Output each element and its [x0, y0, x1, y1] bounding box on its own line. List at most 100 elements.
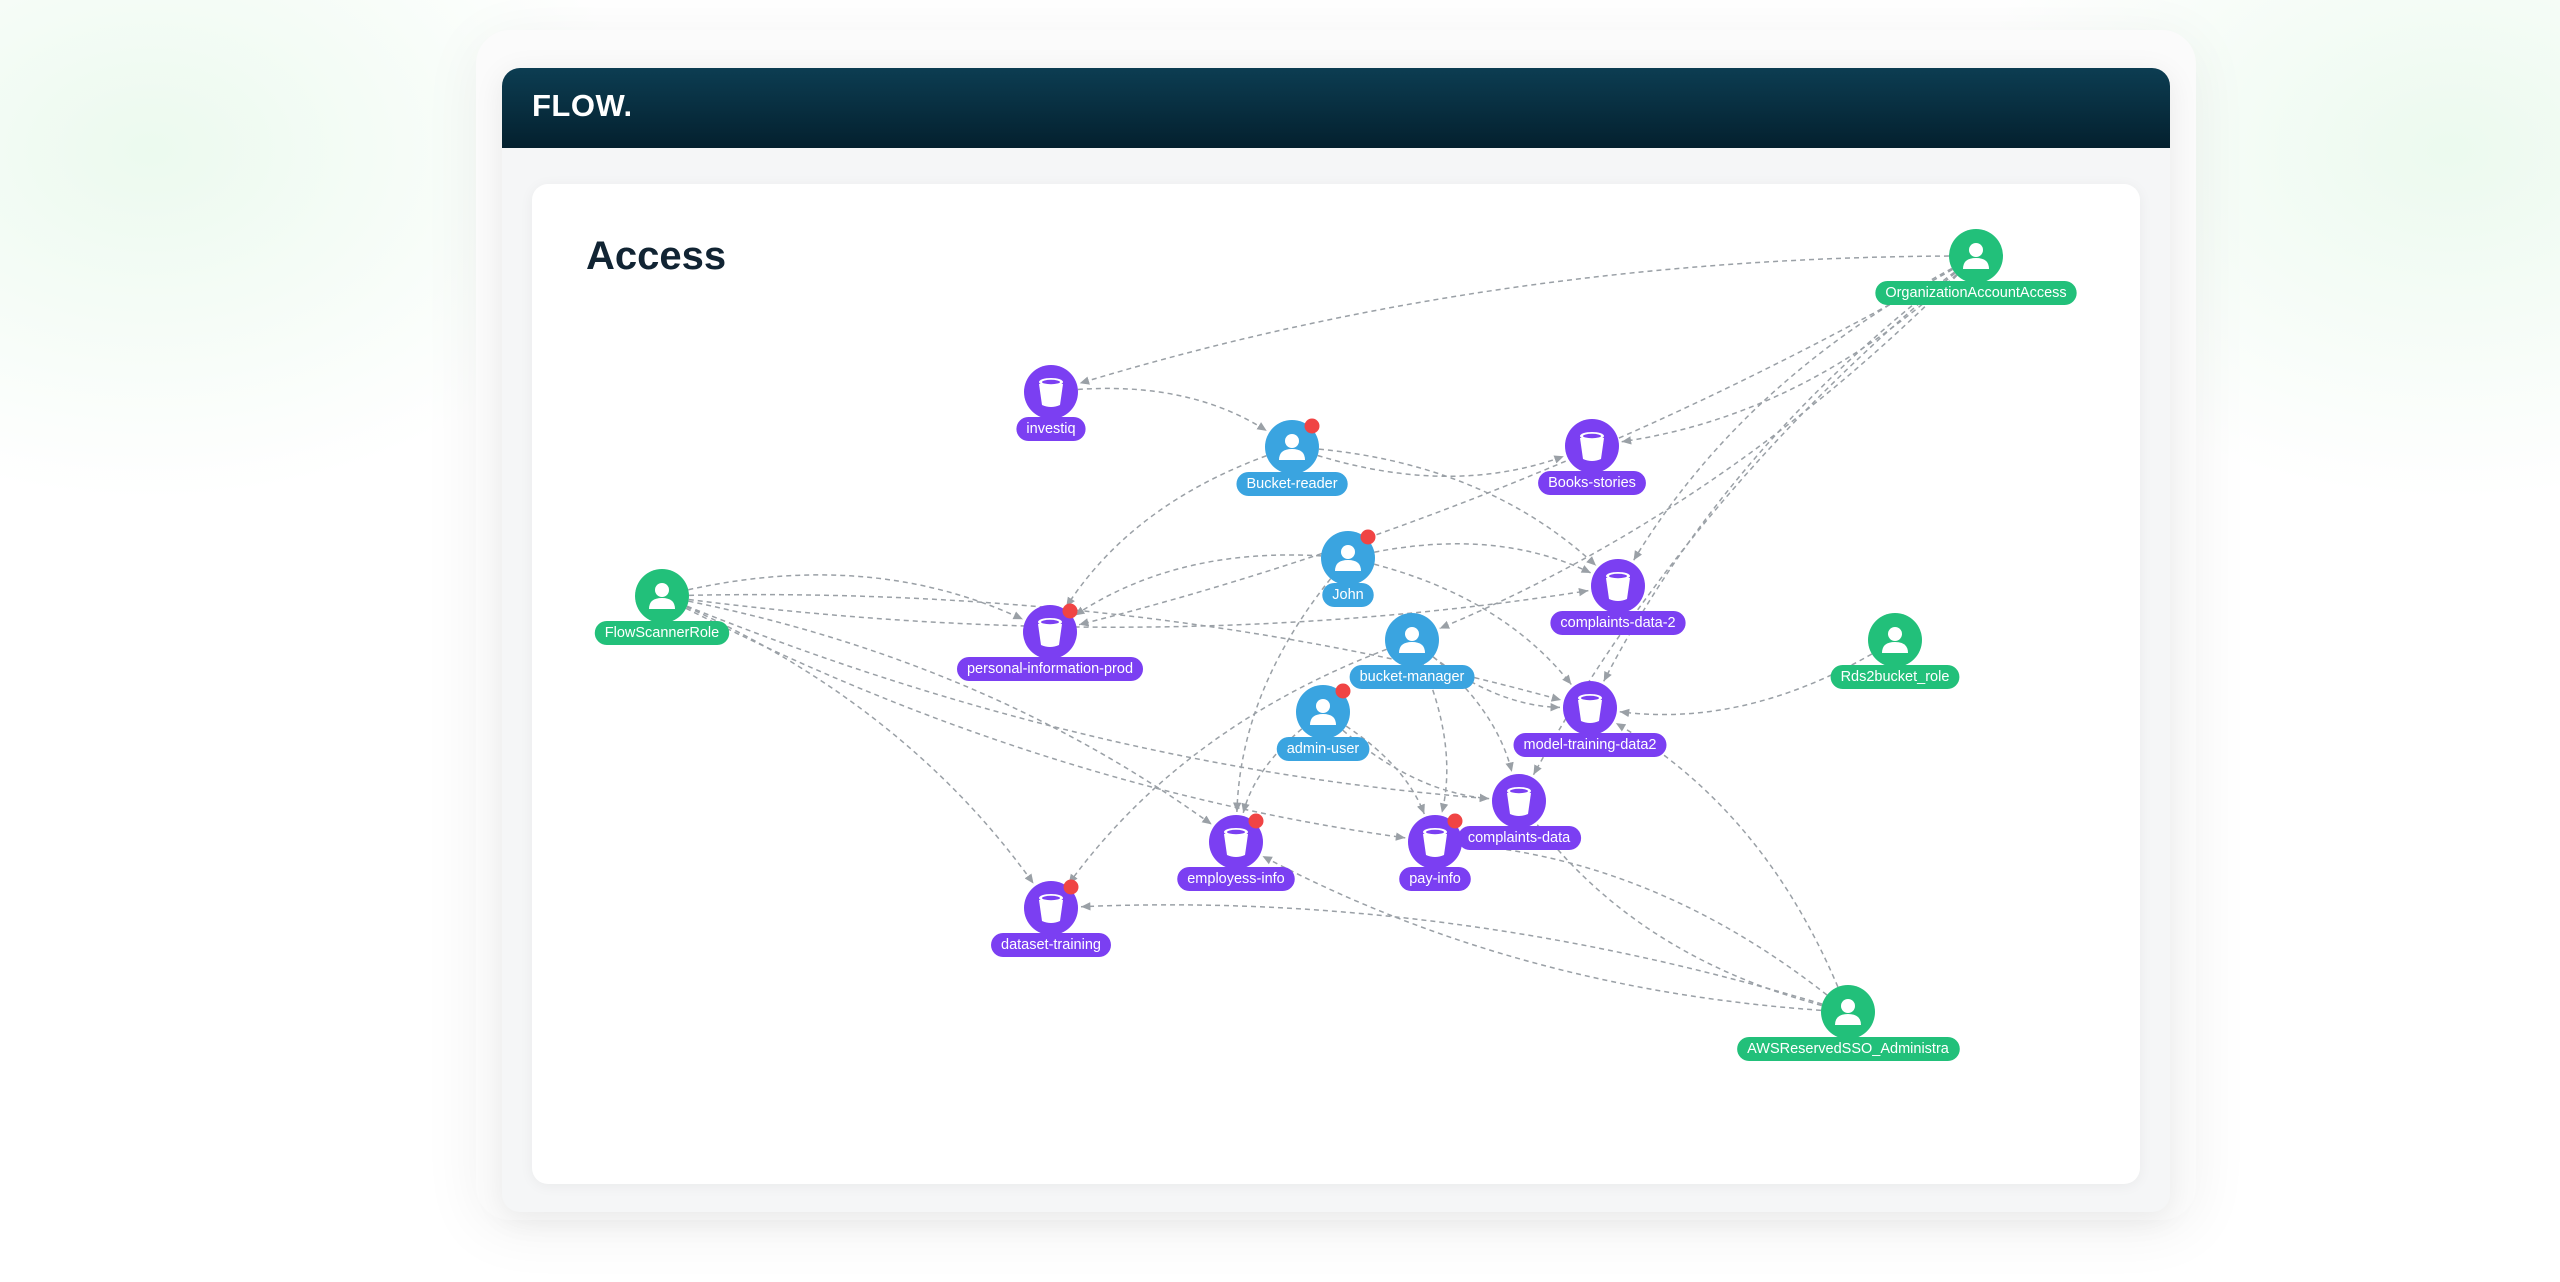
- node-pay-info[interactable]: pay-info: [1399, 813, 1471, 892]
- edge-john-to-employess-info: [1232, 557, 1349, 813]
- node-complaints-data[interactable]: complaints-data: [1457, 774, 1582, 850]
- person-icon: [649, 583, 675, 609]
- node-label: investiq: [1026, 421, 1075, 437]
- node-rds2bucket-role[interactable]: Rds2bucket_role: [1830, 613, 1960, 689]
- edge-flowscannerrole-to-complaints-data: [661, 595, 1490, 803]
- node-label: complaints-data: [1468, 830, 1571, 846]
- node-admin-user[interactable]: admin-user: [1276, 683, 1370, 762]
- bucket-icon: [1423, 828, 1447, 857]
- edge-bucket-manager-to-dataset-training: [1068, 639, 1413, 885]
- edge-bucket-reader-to-books-stories: [1291, 446, 1565, 478]
- person-icon: [1835, 999, 1861, 1025]
- node-label: pay-info: [1409, 871, 1461, 887]
- node-label: FlowScannerRole: [605, 625, 719, 641]
- edge-awsreservedsso-administra-to-dataset-training: [1080, 902, 1849, 1013]
- node-label-pill: [1830, 665, 1960, 689]
- edge-flowscannerrole-to-complaints-data-2: [661, 587, 1589, 628]
- edge-organizationaccountaccess-to-books-stories: [1621, 255, 1977, 445]
- edge-organizationaccountaccess-to-personal-information-prod: [1078, 255, 1977, 627]
- app-logo[interactable]: FLOW.: [532, 88, 633, 123]
- node-label-pill: [1513, 733, 1667, 757]
- edge-admin-user-to-complaints-data: [1322, 711, 1490, 803]
- edge-organizationaccountaccess-to-complaints-data: [1532, 255, 1977, 776]
- node-organizationaccountaccess[interactable]: OrganizationAccountAccess: [1875, 229, 2077, 305]
- node-label: bucket-manager: [1360, 669, 1465, 685]
- alert-indicator: [1304, 418, 1320, 434]
- edge-awsreservedsso-administra-to-complaints-data: [1536, 824, 1849, 1013]
- node-label-pill: [594, 621, 730, 645]
- bucket-icon: [1039, 378, 1063, 407]
- node-label: OrganizationAccountAccess: [1885, 285, 2066, 301]
- edge-organizationaccountaccess-to-investiq: [1079, 255, 1977, 385]
- edge-flowscannerrole-to-dataset-training: [661, 595, 1035, 885]
- bucket-icon: [1224, 828, 1248, 857]
- person-icon: [1963, 243, 1989, 269]
- node-label: Books-stories: [1548, 475, 1636, 491]
- edge-organizationaccountaccess-to-model-training-data2: [1603, 255, 1977, 682]
- edge-john-to-personal-information-prod: [1074, 554, 1349, 616]
- bucket-icon: [1507, 787, 1531, 816]
- node-label: Bucket-reader: [1246, 476, 1337, 492]
- node-flowscannerrole[interactable]: FlowScannerRole: [594, 569, 730, 645]
- edge-awsreservedsso-administra-to-model-training-data2: [1615, 722, 1849, 1013]
- edge-bucket-reader-to-complaints-data-2: [1291, 446, 1597, 567]
- alert-indicator: [1063, 879, 1079, 895]
- node-complaints-data-2[interactable]: complaints-data-2: [1550, 559, 1686, 635]
- edge-flowscannerrole-to-model-training-data2: [661, 593, 1562, 702]
- node-dataset-training[interactable]: dataset-training: [991, 879, 1111, 958]
- edge-flowscannerrole-to-employess-info: [661, 595, 1213, 826]
- bucket-icon: [1039, 894, 1063, 923]
- bucket-icon: [1578, 694, 1602, 723]
- node-label-pill: [1236, 472, 1348, 496]
- node-label: AWSReservedSSO_Administra: [1747, 1041, 1950, 1057]
- nodes-layer: OrganizationAccountAccess investiqBucket-…: [594, 229, 2077, 1061]
- node-label-pill: [1276, 737, 1370, 761]
- bucket-icon: [1580, 432, 1604, 461]
- node-john[interactable]: John: [1321, 529, 1376, 608]
- node-label: Rds2bucket_role: [1841, 669, 1950, 685]
- alert-indicator: [1360, 529, 1376, 545]
- node-label: admin-user: [1287, 741, 1360, 757]
- node-label: complaints-data-2: [1560, 615, 1675, 631]
- person-icon: [1279, 434, 1305, 460]
- alert-indicator: [1062, 603, 1078, 619]
- bucket-icon: [1038, 618, 1062, 647]
- node-bucket-manager[interactable]: bucket-manager: [1349, 613, 1475, 689]
- node-label-pill: [991, 933, 1111, 957]
- node-label-pill: [956, 657, 1144, 681]
- alert-indicator: [1248, 813, 1264, 829]
- node-bucket-reader[interactable]: Bucket-reader: [1236, 418, 1348, 497]
- node-model-training-data2[interactable]: model-training-data2: [1513, 681, 1667, 757]
- node-label-pill: [1538, 471, 1646, 495]
- edge-bucket-reader-to-personal-information-prod: [1065, 446, 1293, 608]
- node-label: dataset-training: [1001, 937, 1101, 953]
- node-label-pill: [1550, 611, 1686, 635]
- edge-john-to-complaints-data-2: [1347, 543, 1592, 574]
- alert-indicator: [1335, 683, 1351, 699]
- edge-awsreservedsso-administra-to-pay-info: [1464, 841, 1849, 1013]
- node-label: personal-information-prod: [967, 661, 1133, 677]
- alert-indicator: [1447, 813, 1463, 829]
- node-label-pill: [1457, 826, 1582, 850]
- edge-organizationaccountaccess-to-bucket-manager: [1439, 255, 1977, 630]
- node-label-pill: [1016, 417, 1086, 441]
- node-label-pill: [1875, 281, 2077, 305]
- node-label: model-training-data2: [1524, 737, 1657, 753]
- node-investiq[interactable]: investiq: [1016, 365, 1086, 441]
- node-personal-information-prod[interactable]: personal-information-prod: [956, 603, 1144, 682]
- edge-investiq-to-bucket-reader: [1050, 387, 1268, 432]
- person-icon: [1310, 699, 1336, 725]
- edge-bucket-manager-to-complaints-data: [1411, 639, 1514, 773]
- node-label-pill: [1322, 583, 1374, 607]
- node-label-pill: [1177, 867, 1295, 891]
- edge-awsreservedsso-administra-to-employess-info: [1262, 855, 1849, 1013]
- node-books-stories[interactable]: Books-stories: [1538, 419, 1646, 495]
- edge-bucket-manager-to-model-training-data2: [1411, 639, 1561, 712]
- bucket-icon: [1606, 572, 1630, 601]
- edge-flowscannerrole-to-personal-information-prod: [661, 574, 1024, 620]
- node-awsreservedsso-administra[interactable]: AWSReservedSSO_Administra: [1737, 985, 1960, 1061]
- edge-rds2bucket-role-to-model-training-data2: [1619, 639, 1896, 718]
- node-label: John: [1332, 587, 1363, 603]
- node-employess-info[interactable]: employess-info: [1177, 813, 1295, 892]
- page-title: Access: [586, 234, 727, 278]
